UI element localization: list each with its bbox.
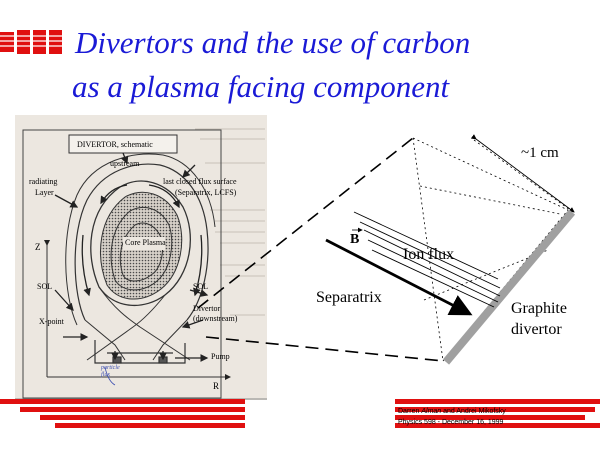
graphite-plate [442,209,576,365]
divertor-schematic-figure: DIVERTOR, schematic upstream radiating L… [15,115,267,400]
label-z-axis: Z [35,242,41,252]
footer-authors-prefix: Darren [398,408,422,415]
slide-title-line2: as a plasma facing component [72,69,450,104]
footer-authors-mid: and Andrei [441,408,479,415]
label-upstream: upstream [110,159,140,168]
label-x-point: X-point [39,317,64,326]
b-field-label: B [350,232,360,247]
footer-author-1: Alman [421,408,442,415]
slide-title-line1: Divertors and the use of carbon [75,25,471,60]
footer-course: Physics 598 - December 16, 1999 [398,419,504,426]
label-sol-right: SOL [193,282,209,291]
handwritten-note: particle flux [101,365,120,378]
ion-flux-label: Ion flux [403,246,455,263]
label-core-plasma: Core Plasma [125,238,166,247]
label-pump: Pump [211,352,230,361]
label-sol-left: SOL [37,282,53,291]
label-lcfs: last closed flux surface [163,177,237,186]
label-layer: Layer [35,188,54,197]
separatrix-label: Separatrix [316,289,382,306]
label-radiating: radiating [29,177,58,186]
graphite-label: Graphite [511,300,567,317]
footer-author-2: Mikofsky [478,408,506,415]
width-label: ~1 cm [521,145,559,161]
logo-red-blocks [0,30,68,54]
schematic-box-label: DIVERTOR, schematic [77,140,153,149]
divertor-label: divertor [511,321,562,338]
label-separatrix-lcfs: (Separatrix, LCFS) [175,188,237,197]
label-downstream: (downstream) [193,314,238,323]
label-r-axis: R [213,381,220,391]
footer-stripes [0,399,600,428]
footer-authors: Darren Alman and Andrei Mikofsky [398,408,506,415]
label-divertor: Divertor [193,304,221,313]
